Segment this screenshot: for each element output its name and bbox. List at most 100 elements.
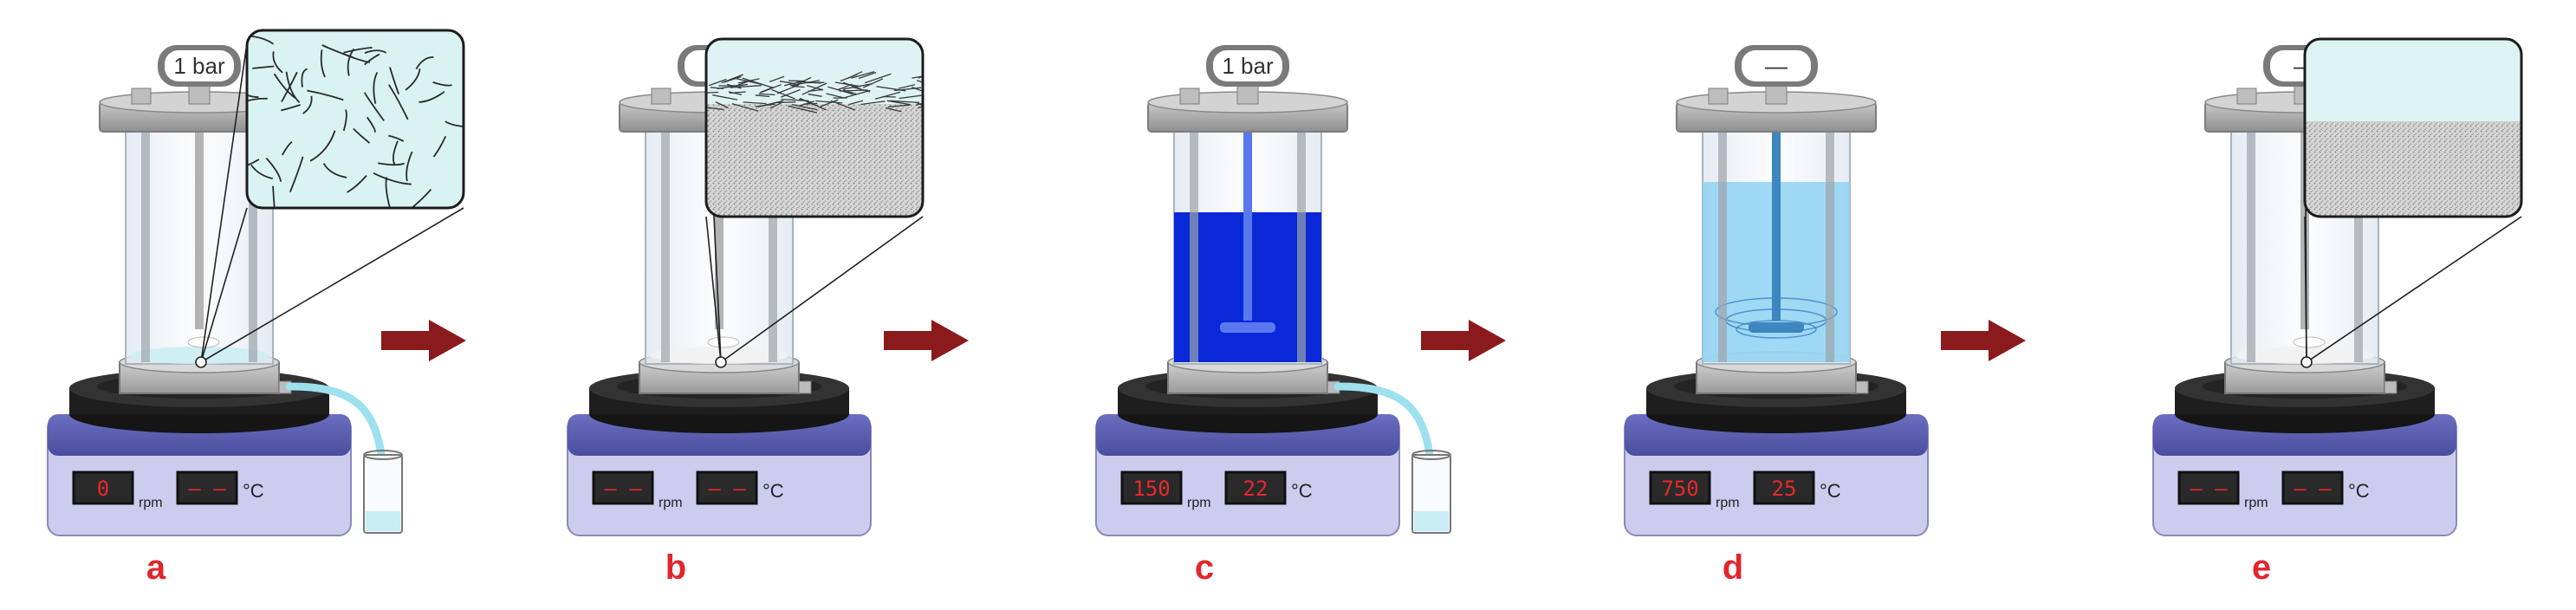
step-label-a: a <box>146 548 166 587</box>
support-rod <box>1297 130 1306 362</box>
fiber <box>827 86 853 95</box>
support-rod <box>1826 130 1834 362</box>
temp-unit: °C <box>243 480 264 502</box>
fiber <box>912 74 923 79</box>
fiber <box>405 68 421 91</box>
fiber <box>858 71 877 80</box>
zoom-origin <box>2300 356 2313 368</box>
support-rod <box>141 130 150 362</box>
fiber <box>272 185 276 208</box>
fiber <box>851 71 875 79</box>
lid-port <box>651 88 672 105</box>
vessel-residue <box>130 347 269 364</box>
step-label-d: d <box>1723 548 1743 587</box>
fiber <box>886 100 911 106</box>
temp-value: – – <box>188 477 226 501</box>
lid-port <box>2236 88 2257 105</box>
fiber <box>289 156 304 193</box>
fiber <box>735 77 763 86</box>
fiber <box>389 67 399 94</box>
powder-layer <box>2305 121 2521 217</box>
fiber <box>392 140 399 166</box>
stirrer-shaft <box>715 130 723 329</box>
fiber <box>320 49 326 78</box>
zoom-inset <box>195 29 465 368</box>
fiber <box>265 157 282 182</box>
fiber <box>373 172 412 185</box>
fiber <box>388 84 409 120</box>
fiber <box>285 71 301 103</box>
fiber <box>717 83 748 89</box>
fiber <box>301 68 308 88</box>
fiber <box>363 92 385 121</box>
fiber <box>731 102 759 112</box>
temp-display <box>1224 470 1287 505</box>
temp-value: 25 <box>1772 477 1797 501</box>
vessel-residue <box>650 347 788 364</box>
fiber <box>848 100 864 106</box>
fiber <box>721 74 744 84</box>
fiber <box>366 116 376 133</box>
fiber <box>890 100 920 104</box>
fiber <box>444 120 464 128</box>
fiber <box>826 93 845 99</box>
temp-unit: °C <box>762 480 784 502</box>
support-rod <box>661 130 670 362</box>
fiber <box>388 134 405 142</box>
fiber <box>912 86 923 96</box>
fiber <box>743 101 767 105</box>
fiber <box>273 73 297 100</box>
fiber <box>815 100 843 104</box>
process-arrow-a-b <box>381 320 466 361</box>
support-rod <box>2354 130 2363 362</box>
fiber <box>406 151 413 182</box>
temp-unit: °C <box>1820 480 1841 502</box>
process-arrow-b-c <box>884 320 969 361</box>
drain-tube <box>1333 382 1436 472</box>
rpm-unit: rpm <box>1187 496 1211 510</box>
rpm-unit: rpm <box>1716 496 1740 510</box>
fiber <box>302 95 313 114</box>
outlet-port <box>798 380 812 394</box>
lid-port <box>1179 88 1200 105</box>
temp-display <box>1753 470 1815 505</box>
fiber <box>915 101 923 106</box>
rpm-unit: rpm <box>139 496 163 510</box>
temp-display <box>176 470 238 505</box>
fiber <box>801 82 827 95</box>
fiber <box>712 94 738 101</box>
fiber <box>731 85 762 88</box>
fiber <box>791 103 818 111</box>
fiber <box>364 53 380 66</box>
lid-port <box>1708 88 1729 105</box>
outlet-port <box>2384 380 2398 394</box>
temp-display <box>2281 470 2344 505</box>
stirrer-shaft <box>1772 130 1781 321</box>
fiber <box>860 101 886 106</box>
rpm-value: – – <box>2190 477 2228 501</box>
fiber <box>706 91 719 94</box>
pressure-gauge-face <box>1213 50 1282 81</box>
fiber <box>432 135 447 158</box>
support-rod <box>1718 130 1727 362</box>
fiber <box>728 91 743 96</box>
fiber <box>864 73 892 84</box>
fiber <box>783 81 800 87</box>
fiber <box>918 104 923 109</box>
fiber <box>755 103 775 107</box>
fiber <box>247 97 268 108</box>
fiber <box>915 101 923 109</box>
fiber <box>247 83 259 99</box>
lid-port <box>131 88 152 105</box>
support-rod <box>2247 130 2255 362</box>
fiber <box>709 78 727 87</box>
rpm-value: 150 <box>1132 477 1170 501</box>
fiber <box>807 85 824 91</box>
zoom-line <box>200 207 464 363</box>
step-label-e: e <box>2252 548 2271 587</box>
outlet-port <box>1855 380 1869 394</box>
fiber <box>353 127 370 144</box>
